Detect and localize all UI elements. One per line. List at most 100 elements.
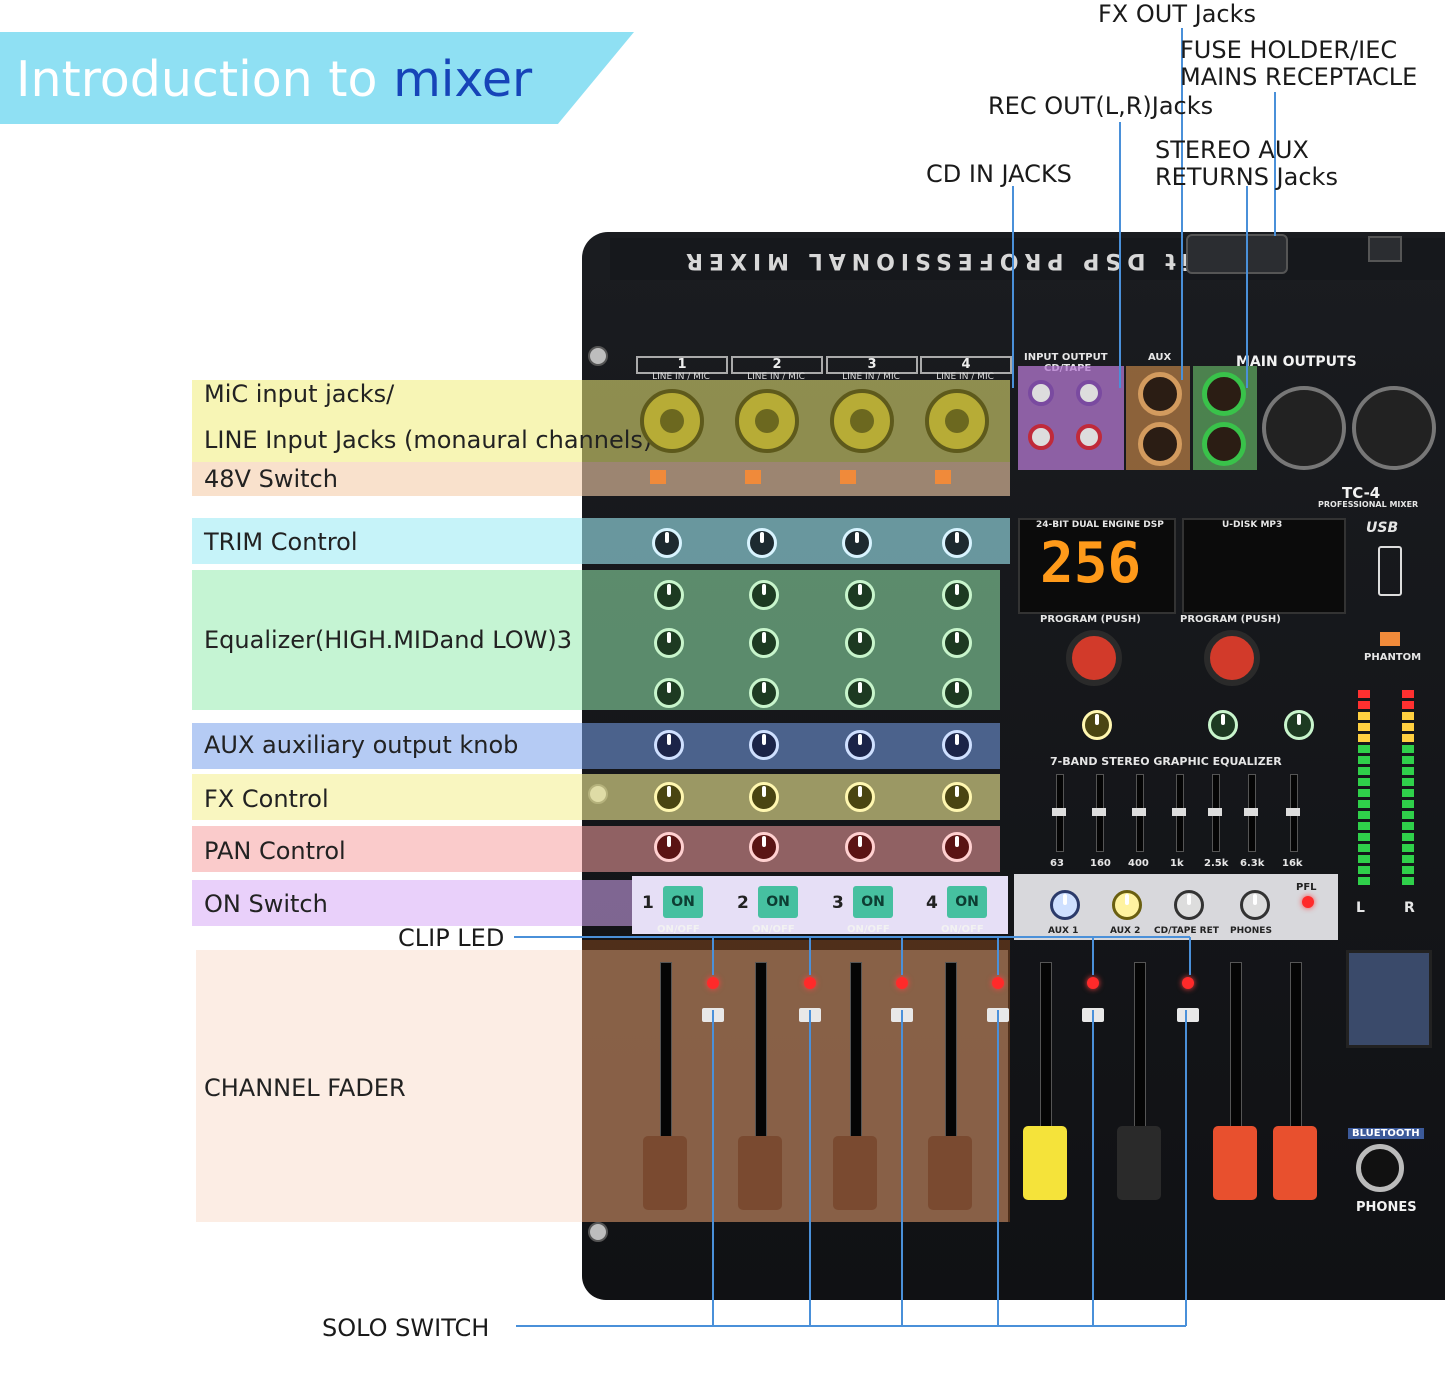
fx-out-jack[interactable] — [1138, 372, 1182, 416]
main-out-right-xlr[interactable] — [1352, 386, 1436, 470]
geq-slider-cap[interactable] — [1092, 808, 1106, 816]
solo-switch[interactable] — [1082, 1008, 1104, 1022]
geq-slider-cap[interactable] — [1208, 808, 1222, 816]
pan-knob-3[interactable] — [845, 832, 875, 862]
dsp-display-value: 256 — [1040, 531, 1142, 596]
aux-knob-3[interactable] — [845, 730, 875, 760]
channel-fader-cap[interactable] — [643, 1136, 687, 1210]
geq-slider-cap[interactable] — [1244, 808, 1258, 816]
onoff-label-3: ON/OFF — [847, 924, 890, 935]
fx-out-jack-2[interactable] — [1138, 422, 1182, 466]
eq-high-knob-2[interactable] — [749, 580, 779, 610]
on-channel-number-4: 4 — [926, 893, 938, 913]
phones-label: PHONES — [1356, 1200, 1417, 1215]
meter-segment — [1402, 734, 1414, 742]
aux-return-right-jack[interactable] — [1202, 422, 1246, 466]
on-button-3[interactable]: ON — [853, 886, 893, 918]
solo-switch[interactable] — [987, 1008, 1009, 1022]
pan-knob-1[interactable] — [654, 832, 684, 862]
eq-high-knob-3[interactable] — [845, 580, 875, 610]
solo-switch[interactable] — [1177, 1008, 1199, 1022]
channel-fader-cap[interactable] — [738, 1136, 782, 1210]
phones-knob[interactable] — [1240, 890, 1270, 920]
meter-segment — [1402, 789, 1414, 797]
bt-display — [1346, 950, 1432, 1048]
usb-port[interactable] — [1378, 546, 1402, 596]
aux-return-left-jack[interactable] — [1202, 372, 1246, 416]
trim-knob-4[interactable] — [942, 528, 972, 558]
meter-segment — [1358, 833, 1370, 841]
fx-knob-1[interactable] — [654, 782, 684, 812]
aux-knob-1[interactable] — [654, 730, 684, 760]
trim-knob-3[interactable] — [842, 528, 872, 558]
channel-fader-cap[interactable] — [1117, 1126, 1161, 1200]
channel-fader-cap[interactable] — [1213, 1126, 1257, 1200]
aux-knob-4[interactable] — [942, 730, 972, 760]
clip-led — [804, 977, 816, 989]
eq-mid-knob-2[interactable] — [749, 628, 779, 658]
rec-out-right-jack[interactable] — [1076, 424, 1102, 450]
eq-high-knob-1[interactable] — [654, 580, 684, 610]
eq-low-knob-3[interactable] — [845, 678, 875, 708]
combo-jack-1[interactable] — [640, 389, 704, 453]
phones-jack[interactable] — [1356, 1144, 1404, 1192]
aux2-fx-knob[interactable] — [1082, 710, 1112, 740]
pan-knob-4[interactable] — [942, 832, 972, 862]
geq-slider-cap[interactable] — [1052, 808, 1066, 816]
fx-knob-2[interactable] — [749, 782, 779, 812]
eq-mid-knob-4[interactable] — [942, 628, 972, 658]
meter-segment — [1358, 822, 1370, 830]
aux-knob-2[interactable] — [749, 730, 779, 760]
48v-switch-2[interactable] — [745, 470, 761, 484]
cd-tape-ret-knob[interactable] — [1174, 890, 1204, 920]
eq-mid-knob-3[interactable] — [845, 628, 875, 658]
power-switch[interactable] — [1368, 236, 1402, 262]
on-button-1[interactable]: ON — [663, 886, 703, 918]
program-knob-2[interactable] — [1204, 630, 1260, 686]
geq-slider-cap[interactable] — [1132, 808, 1146, 816]
solo-switch[interactable] — [891, 1008, 913, 1022]
phantom-switch[interactable] — [1380, 632, 1400, 646]
pan-knob-2[interactable] — [749, 832, 779, 862]
master-eq-high-knob[interactable] — [1208, 710, 1238, 740]
48v-switch-3[interactable] — [840, 470, 856, 484]
trim-knob-2[interactable] — [747, 528, 777, 558]
trim-knob-1[interactable] — [652, 528, 682, 558]
cd-in-right-jack[interactable] — [1028, 424, 1054, 450]
geq-slider-cap[interactable] — [1172, 808, 1186, 816]
fx-knob-3[interactable] — [845, 782, 875, 812]
combo-jack-3[interactable] — [830, 389, 894, 453]
master-eq-low-knob[interactable] — [1284, 710, 1314, 740]
eq-low-knob-2[interactable] — [749, 678, 779, 708]
aux1-master-knob[interactable] — [1050, 890, 1080, 920]
iec-receptacle[interactable] — [1186, 234, 1288, 274]
eq-low-knob-1[interactable] — [654, 678, 684, 708]
channel-fader-cap[interactable] — [928, 1136, 972, 1210]
channel-fader-cap[interactable] — [1273, 1126, 1317, 1200]
solo-switch[interactable] — [702, 1008, 724, 1022]
label-on: ON Switch — [204, 890, 328, 918]
main-out-left-xlr[interactable] — [1262, 386, 1346, 470]
48v-switch-4[interactable] — [935, 470, 951, 484]
eq-mid-knob-1[interactable] — [654, 628, 684, 658]
48v-switch-1[interactable] — [650, 470, 666, 484]
rec-out-left-jack[interactable] — [1076, 380, 1102, 406]
aux2-master-knob[interactable] — [1112, 890, 1142, 920]
meter-segment — [1358, 734, 1370, 742]
solo-switch[interactable] — [799, 1008, 821, 1022]
channel-fader-cap[interactable] — [833, 1136, 877, 1210]
combo-jack-2[interactable] — [735, 389, 799, 453]
fx-knob-4[interactable] — [942, 782, 972, 812]
on-button-2[interactable]: ON — [758, 886, 798, 918]
combo-jack-4[interactable] — [925, 389, 989, 453]
program-push-label-1: PROGRAM (PUSH) — [1040, 614, 1141, 625]
channel-fader-cap[interactable] — [1023, 1126, 1067, 1200]
cd-in-left-jack[interactable] — [1028, 380, 1054, 406]
eq-low-knob-4[interactable] — [942, 678, 972, 708]
eq-high-knob-4[interactable] — [942, 580, 972, 610]
label-48v: 48V Switch — [204, 465, 338, 493]
program-knob-1[interactable] — [1066, 630, 1122, 686]
label-line: LINE Input Jacks (monaural channels) — [204, 426, 653, 454]
geq-slider-cap[interactable] — [1286, 808, 1300, 816]
on-button-4[interactable]: ON — [947, 886, 987, 918]
